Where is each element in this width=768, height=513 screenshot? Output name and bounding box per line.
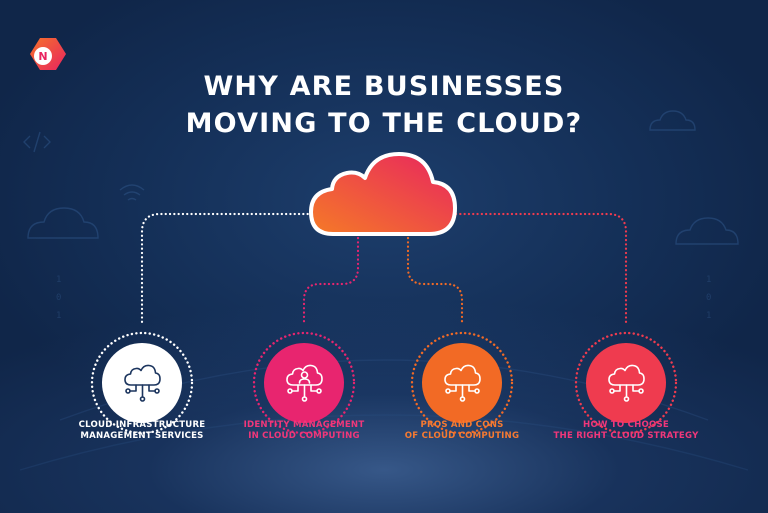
brand-logo-icon: N <box>30 38 66 70</box>
label-line-2: MANAGEMENT SERVICES <box>80 431 204 441</box>
label-line-2: OF CLOUD COMPUTING <box>404 431 520 441</box>
node-cloud-infrastructure <box>82 323 202 443</box>
svg-text:0: 0 <box>706 293 711 303</box>
svg-text:0: 0 <box>56 293 61 303</box>
connector-mid-left <box>302 236 360 325</box>
connector-left <box>140 212 314 325</box>
label-line-2: IN CLOUD COMPUTING <box>248 431 360 441</box>
cloud-network-icon <box>444 364 481 402</box>
label-line-1: HOW TO CHOOSE <box>583 420 669 430</box>
node-cloud-strategy <box>566 323 686 443</box>
label-line-1: CLOUD INFRASTRUCTURE <box>78 420 206 430</box>
connector-right <box>454 212 628 325</box>
label-line-2: THE RIGHT CLOUD STRATEGY <box>553 431 699 441</box>
label-identity-management[interactable]: IDENTITY MANAGEMENT IN CLOUD COMPUTING <box>214 420 394 442</box>
title-line-1: WHY ARE BUSINESSES <box>203 71 565 102</box>
icon-disc <box>586 343 666 423</box>
icon-disc <box>422 343 502 423</box>
label-line-1: IDENTITY MANAGEMENT <box>243 420 365 430</box>
node-identity-management <box>244 323 364 443</box>
svg-text:1: 1 <box>706 275 711 285</box>
dotted-ring <box>252 331 356 435</box>
label-line-1: PROS AND CONS <box>420 420 504 430</box>
svg-text:1: 1 <box>56 275 61 285</box>
node-pros-and-cons <box>402 323 522 443</box>
cloud-user-icon <box>286 364 323 402</box>
dotted-ring <box>574 331 678 435</box>
label-pros-and-cons[interactable]: PROS AND CONS OF CLOUD COMPUTING <box>372 420 552 442</box>
svg-text:N: N <box>38 50 47 63</box>
icon-disc <box>264 343 344 423</box>
cloud-network-icon <box>124 364 161 402</box>
title-line-2: MOVING TO THE CLOUD? <box>185 108 583 139</box>
svg-text:1: 1 <box>56 311 61 321</box>
label-cloud-infrastructure[interactable]: CLOUD INFRASTRUCTURE MANAGEMENT SERVICES <box>52 420 232 442</box>
connector-mid-right <box>406 236 464 325</box>
svg-text:1: 1 <box>706 311 711 321</box>
cloud-icon <box>309 152 457 236</box>
cloud-network-icon <box>608 364 645 402</box>
dotted-ring <box>410 331 514 435</box>
icon-disc <box>102 343 182 423</box>
dotted-ring <box>90 331 194 435</box>
label-cloud-strategy[interactable]: HOW TO CHOOSE THE RIGHT CLOUD STRATEGY <box>536 420 716 442</box>
page-title: WHY ARE BUSINESSES MOVING TO THE CLOUD? <box>0 68 768 142</box>
